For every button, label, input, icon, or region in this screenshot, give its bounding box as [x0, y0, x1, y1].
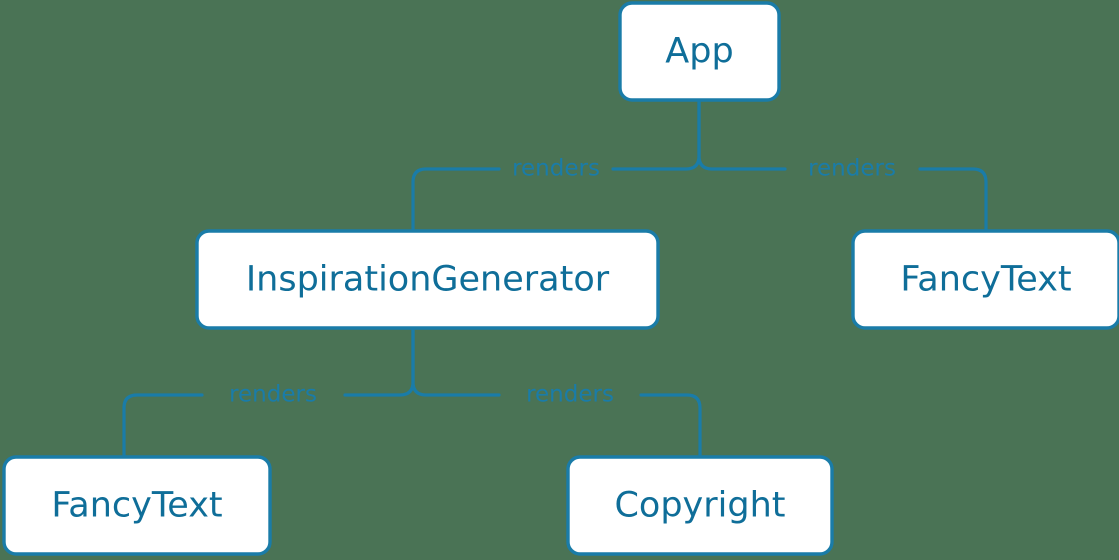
edges-layer	[122, 98, 988, 459]
edge-label-inspiration-generator-to-fancytext-bottom: renders	[229, 382, 317, 408]
node-box-app	[618, 1, 781, 102]
node-fancytext-right[interactable]: FancyText	[851, 229, 1119, 330]
node-label-copyright: Copyright	[614, 486, 785, 526]
node-copyright[interactable]: Copyright	[566, 455, 834, 556]
node-label-app: App	[665, 32, 733, 72]
edge-labels-layer: renders renders renders renders	[229, 156, 896, 408]
edge-app-to-fancytext-right	[697, 98, 988, 233]
edge-label-app-to-fancytext-right: renders	[808, 156, 896, 182]
node-box-fancytext-bottom	[2, 455, 272, 556]
node-label-fancytext-bottom: FancyText	[51, 486, 222, 526]
node-inspiration-generator[interactable]: InspirationGenerator	[195, 229, 660, 330]
edge-label-inspiration-generator-to-copyright: renders	[526, 382, 614, 408]
node-box-fancytext-right	[851, 229, 1119, 330]
node-box-copyright	[566, 455, 834, 556]
edge-label-app-to-inspiration-generator: renders	[512, 156, 600, 182]
node-app[interactable]: App	[618, 1, 781, 102]
edge-inspiration-generator-to-copyright	[411, 326, 702, 459]
node-label-inspiration-generator: InspirationGenerator	[246, 260, 610, 300]
node-fancytext-bottom[interactable]: FancyText	[2, 455, 272, 556]
node-box-inspiration-generator	[195, 229, 660, 330]
node-label-fancytext-right: FancyText	[900, 260, 1071, 300]
